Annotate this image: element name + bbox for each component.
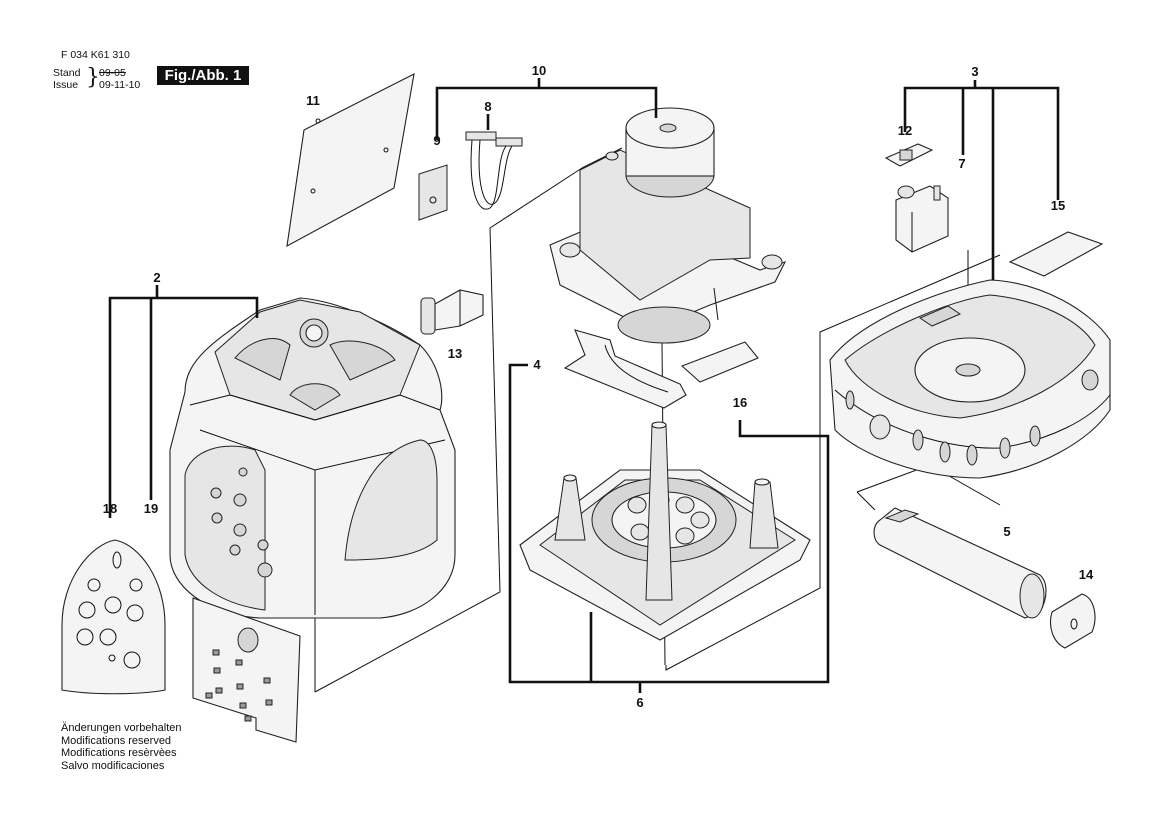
callout-13: 13 xyxy=(448,346,462,361)
footer-line-en: Modifications reserved xyxy=(61,734,172,747)
part-11-cover-panel xyxy=(286,73,415,248)
part-15-cover xyxy=(1008,231,1104,277)
part-18-keypad-membrane xyxy=(61,539,166,695)
callout-16: 16 xyxy=(733,395,747,410)
issue-label: Issue xyxy=(53,79,79,91)
part-7-module xyxy=(895,185,949,253)
callout-14: 14 xyxy=(1079,567,1094,582)
callout-7: 7 xyxy=(958,156,965,171)
stand-date: 09-05 xyxy=(99,67,126,79)
callout-11: 11 xyxy=(306,93,320,108)
part-3-housing xyxy=(829,279,1111,479)
callout-5: 5 xyxy=(1003,524,1010,539)
callout-leaders xyxy=(108,78,1060,693)
callout-12: 12 xyxy=(898,123,912,138)
figure-label: Fig./Abb. 1 xyxy=(157,66,249,85)
callout-8: 8 xyxy=(484,99,491,114)
callout-6: 6 xyxy=(636,695,643,710)
part-2-housing-hood xyxy=(169,297,456,619)
part-8-cable xyxy=(465,131,523,210)
part-13-bracket xyxy=(420,289,484,335)
issue-date: 09-11-10 xyxy=(99,79,141,91)
callout-18: 18 xyxy=(103,501,117,516)
document-number: F 034 K61 310 xyxy=(61,49,130,61)
part-6-base xyxy=(519,421,811,641)
callout-3: 3 xyxy=(971,64,978,79)
callout-10: 10 xyxy=(532,63,546,78)
part-14-end-cap xyxy=(1049,593,1096,649)
footer-line-es: Salvo modificaciones xyxy=(61,759,165,772)
part-16-plate xyxy=(680,341,759,383)
part-9-plate xyxy=(418,164,448,221)
part-5-battery xyxy=(873,507,1047,619)
part-4-shield xyxy=(563,329,687,409)
callout-numbers: 11 10 8 9 2 13 4 16 18 19 6 3 12 7 15 5 … xyxy=(103,63,1094,710)
callout-9: 9 xyxy=(433,133,440,148)
footer-notes: Änderungen vorbehalten Modifications res… xyxy=(61,722,181,772)
footer-line-fr: Modifications resèrvèes xyxy=(61,747,177,759)
callout-4: 4 xyxy=(533,357,541,372)
part-19-circuit-board xyxy=(192,597,301,743)
footer-line-de: Änderungen vorbehalten xyxy=(61,722,182,734)
callout-2: 2 xyxy=(153,270,160,285)
callout-15: 15 xyxy=(1051,198,1065,213)
brace-icon: } xyxy=(86,65,100,90)
part-10-laser-head xyxy=(549,107,787,344)
callout-19: 19 xyxy=(144,501,158,516)
stand-label: Stand xyxy=(53,67,81,79)
part-12-switch xyxy=(884,143,934,167)
